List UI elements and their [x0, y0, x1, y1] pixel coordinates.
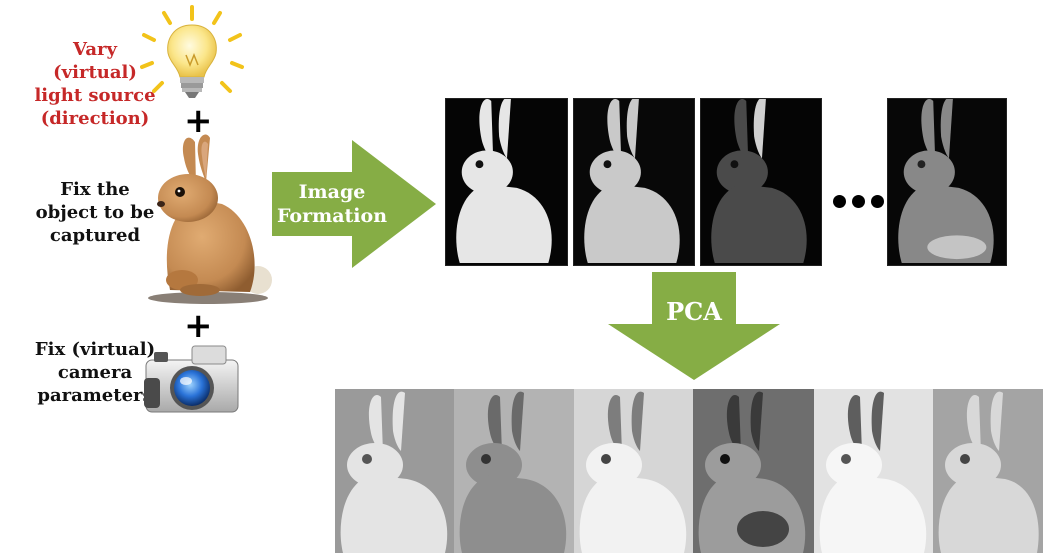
principal-component-2	[454, 389, 574, 553]
principal-component-4	[693, 389, 814, 553]
principal-component-1	[335, 389, 454, 553]
principal-component-6	[933, 389, 1043, 553]
captured-image-3	[700, 98, 822, 266]
pca-arrow	[608, 272, 780, 380]
captured-image-1	[445, 98, 568, 266]
captured-image-2	[573, 98, 695, 266]
captured-image-4	[887, 98, 1007, 266]
principal-component-5	[814, 389, 933, 553]
more-images-ellipsis	[833, 193, 893, 209]
rabbit-figurine	[140, 130, 275, 305]
light-bulb-icon	[140, 5, 245, 103]
principal-component-3	[574, 389, 693, 553]
image-formation-label: Image Formation	[272, 180, 392, 228]
pca-label: PCA	[652, 300, 736, 324]
camera-icon	[140, 338, 245, 418]
